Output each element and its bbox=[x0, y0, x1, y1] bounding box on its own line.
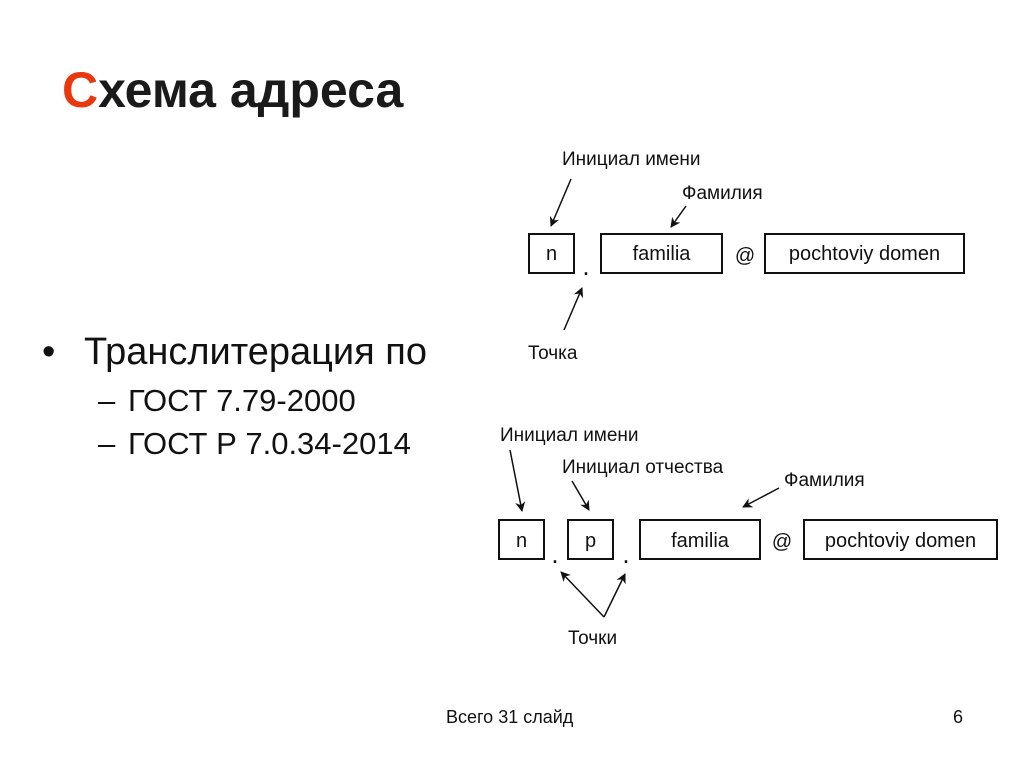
box-n-text: n bbox=[516, 530, 527, 552]
label-surname: Фамилия bbox=[784, 470, 865, 491]
arrow-surname bbox=[670, 205, 687, 228]
box-n-text: n bbox=[546, 243, 557, 265]
title-rest: хема адреса bbox=[98, 62, 404, 118]
slide-title: Схема адреса bbox=[62, 60, 403, 120]
diagram-1: Инициал имени Фамилия n . familia @ poch… bbox=[528, 149, 965, 364]
dot: . bbox=[622, 539, 629, 569]
bullet-main-text: Транслитерация по bbox=[84, 331, 427, 373]
label-dots: Точки bbox=[568, 628, 617, 649]
box-n bbox=[498, 519, 545, 560]
box-n bbox=[528, 233, 575, 274]
footer-page-number: 6 bbox=[953, 707, 964, 727]
box-familia bbox=[600, 233, 723, 274]
box-domain bbox=[764, 233, 965, 274]
arrow-dot-right bbox=[603, 573, 626, 618]
box-familia bbox=[639, 519, 761, 560]
arrow-initial-patronymic bbox=[571, 480, 590, 511]
dot: . bbox=[551, 539, 558, 569]
bullet-marker: • bbox=[42, 331, 56, 373]
arrow-surname bbox=[742, 487, 780, 508]
at-symbol: @ bbox=[772, 531, 792, 553]
bullet-main: • Транслитерация по bbox=[42, 330, 427, 376]
sub-item-text: ГОСТ Р 7.0.34-2014 bbox=[128, 425, 411, 461]
label-initial-name: Инициал имени bbox=[562, 149, 701, 170]
bullet-sub-item: –ГОСТ 7.79-2000 bbox=[98, 382, 427, 419]
at-symbol: @ bbox=[735, 245, 755, 267]
sub-marker: – bbox=[98, 425, 116, 461]
box-p-text: p bbox=[585, 530, 596, 552]
arrow-initial-name bbox=[549, 178, 572, 227]
label-dot: Точка bbox=[528, 343, 578, 364]
bullet-sub-item: –ГОСТ Р 7.0.34-2014 bbox=[98, 425, 427, 462]
diagram-2: Инициал имени Инициал отчества Фамилия n… bbox=[498, 425, 998, 649]
label-initial-patronymic: Инициал отчества bbox=[562, 457, 724, 478]
label-surname: Фамилия bbox=[682, 183, 763, 204]
arrow-initial-name bbox=[509, 449, 526, 512]
label-initial-name: Инициал имени bbox=[500, 425, 639, 446]
box-domain-text: pochtoviy domen bbox=[825, 530, 976, 552]
arrow-dot bbox=[563, 287, 584, 331]
dot: . bbox=[582, 251, 589, 281]
sub-marker: – bbox=[98, 382, 116, 418]
box-domain bbox=[803, 519, 998, 560]
arrow-dot-left bbox=[560, 571, 605, 618]
title-accent-letter: С bbox=[62, 62, 99, 118]
sub-item-text: ГОСТ 7.79-2000 bbox=[128, 382, 356, 418]
bullet-list: • Транслитерация по –ГОСТ 7.79-2000 –ГОС… bbox=[42, 330, 427, 462]
box-familia-text: familia bbox=[633, 243, 692, 265]
box-domain-text: pochtoviy domen bbox=[789, 243, 940, 265]
footer-total-slides: Всего 31 слайд bbox=[446, 707, 574, 727]
box-p bbox=[567, 519, 614, 560]
box-familia-text: familia bbox=[671, 530, 730, 552]
